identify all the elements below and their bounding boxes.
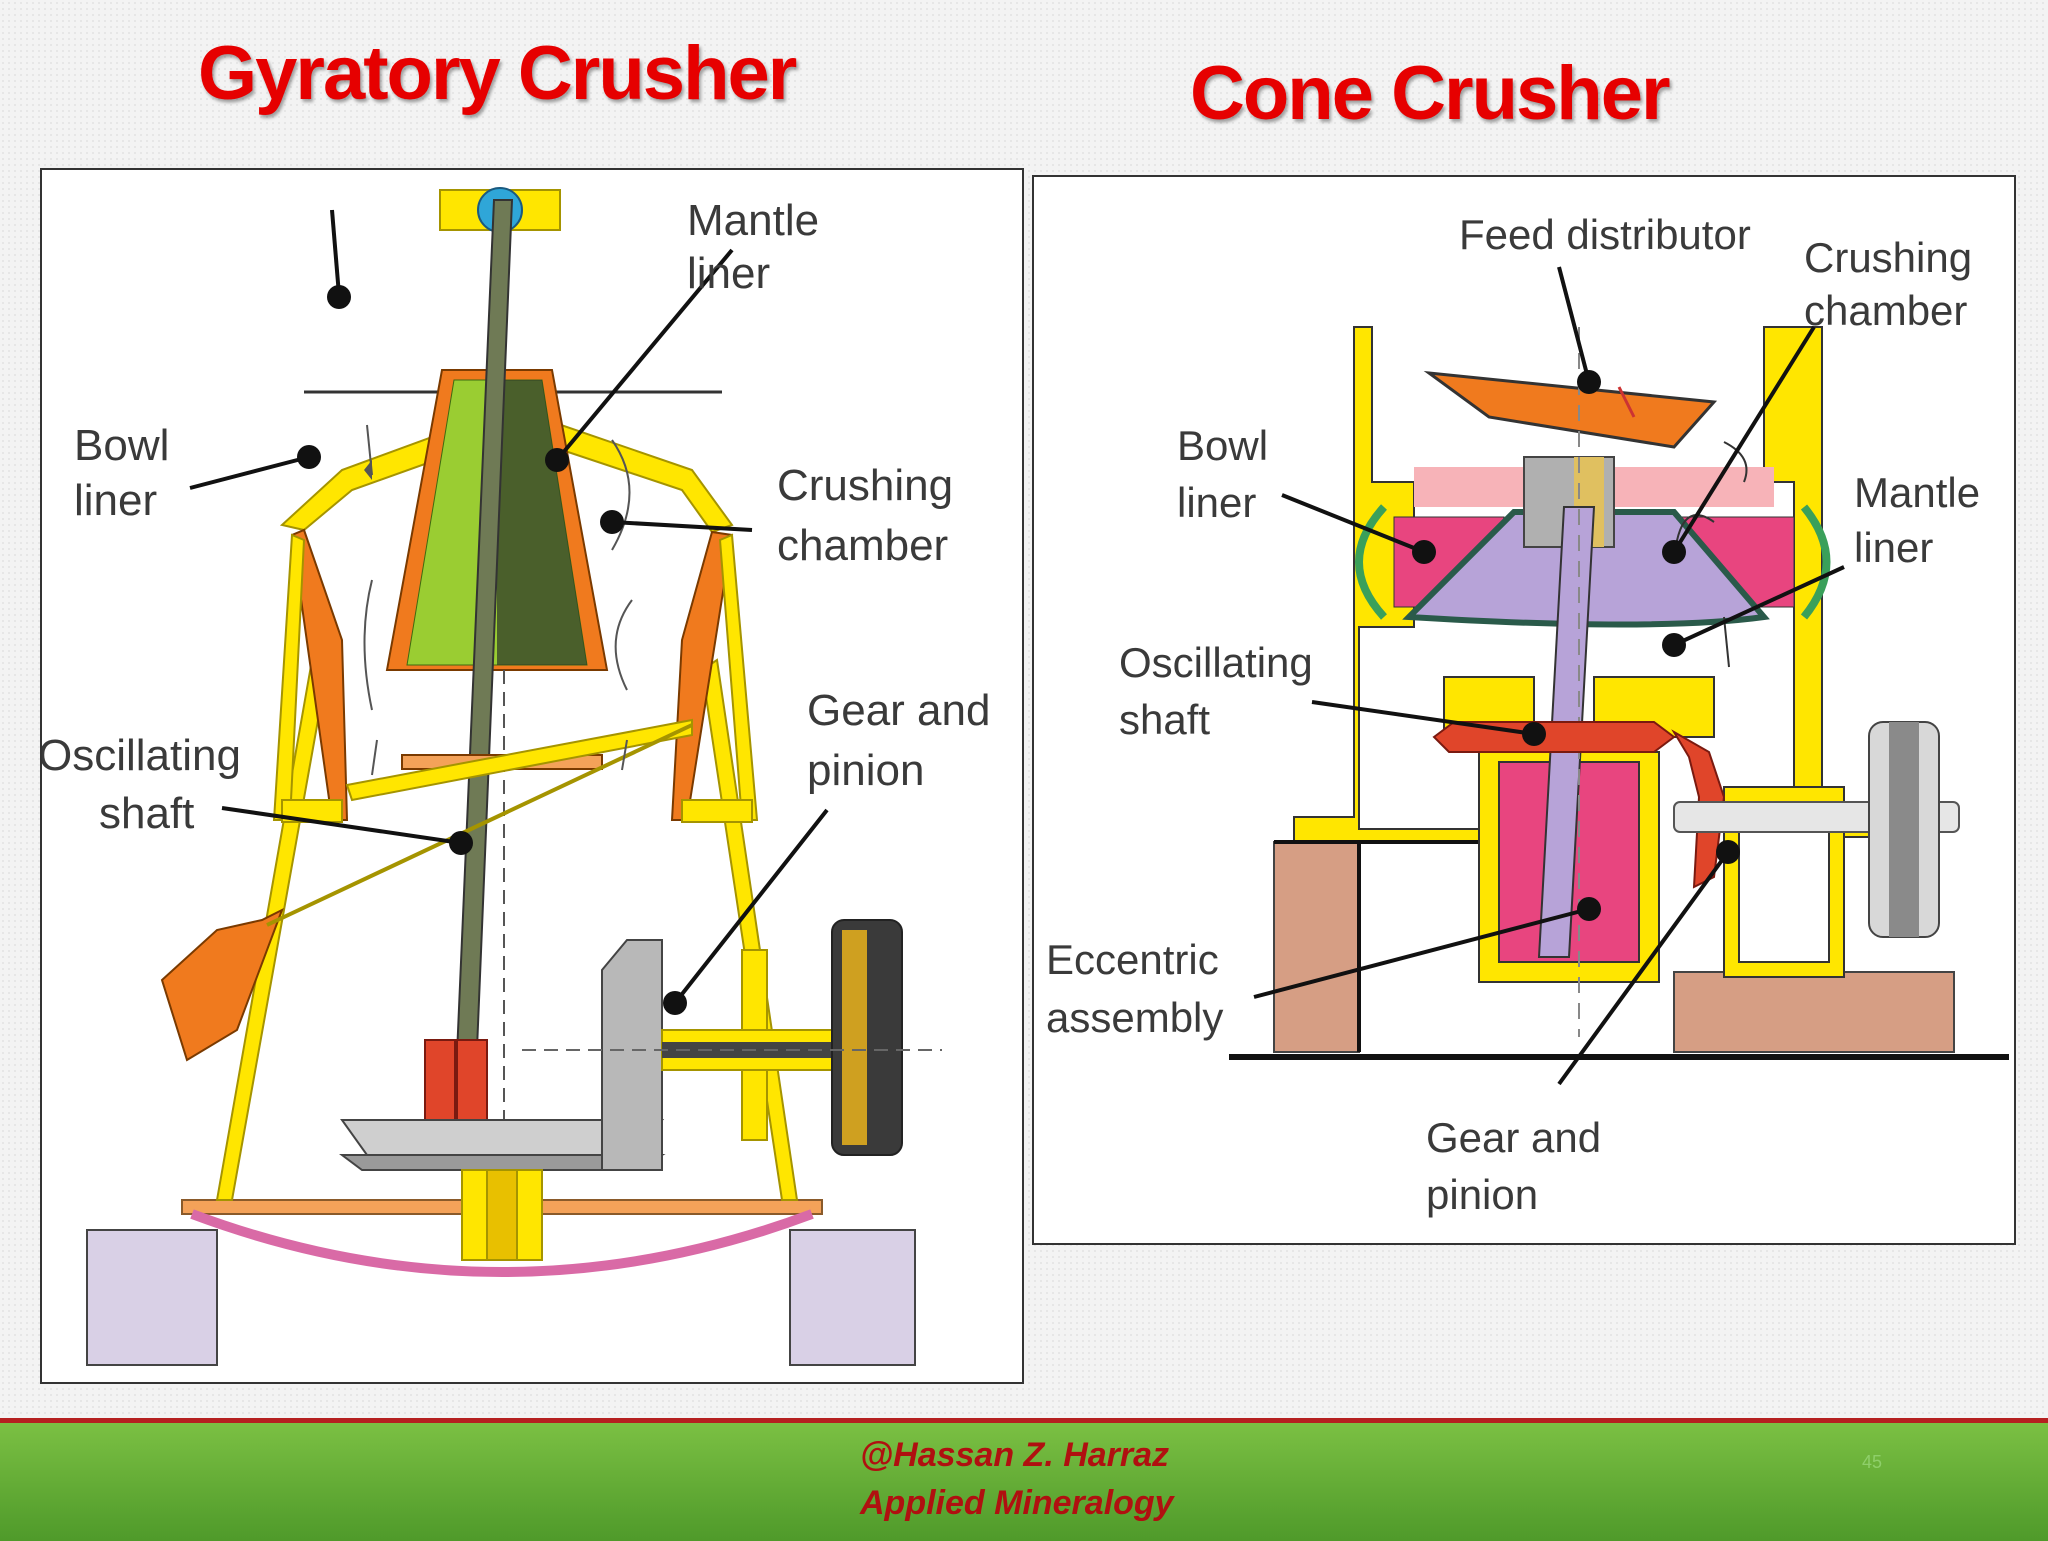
label-crushing-chamber-2: chamber <box>1804 287 1967 334</box>
label-oscillating-shaft-1: Oscillating <box>1119 639 1313 686</box>
label-eccentric-1: Eccentric <box>1046 936 1219 983</box>
feed-distributor-plate <box>1423 370 1718 449</box>
right-foundation <box>1673 971 1955 1053</box>
cone-crusher-diagram: Feed distributor Crushing chamber Bowl l… <box>1032 175 2016 1245</box>
label-feed-distributor: Feed distributor <box>1459 211 1751 258</box>
label-bowl-liner-2: liner <box>1177 479 1256 526</box>
footer-author: @Hassan Z. Harraz <box>860 1436 1170 1474</box>
gyratory-crusher-title: Gyratory Crusher <box>198 31 797 116</box>
right-base-block <box>789 1229 916 1366</box>
gyratory-crusher-diagram: Mantle liner Bowl liner Crushing chamber… <box>40 168 1024 1384</box>
cone-crusher-title: Cone Crusher <box>1190 51 1671 136</box>
page-number: 45 <box>1862 1452 1883 1472</box>
label-crushing-chamber-1: Crushing <box>1804 234 1972 281</box>
label-crushing-chamber-2: chamber <box>777 521 948 570</box>
left-base-block <box>86 1229 218 1366</box>
footer-bar <box>0 1418 2048 1541</box>
label-mantle-liner-1: Mantle <box>1854 469 1980 516</box>
pinion-gear <box>601 939 663 1171</box>
label-bowl-liner-2: liner <box>74 476 157 525</box>
label-mantle-liner-1: Mantle <box>687 196 819 245</box>
label-gear-pinion-2: pinion <box>1426 1171 1538 1218</box>
left-foundation <box>1273 841 1360 1053</box>
label-bowl-liner-1: Bowl <box>1177 422 1268 469</box>
label-mantle-liner-2: liner <box>1854 524 1933 571</box>
label-oscillating-shaft-2: shaft <box>1119 696 1210 743</box>
curved-bottom-plate <box>190 1209 814 1277</box>
discharge-spout <box>160 907 284 1062</box>
label-gear-pinion-2: pinion <box>807 746 924 795</box>
footer-course: Applied Mineralogy <box>860 1484 1174 1522</box>
label-oscillating-shaft-2: shaft <box>99 789 194 838</box>
label-eccentric-2: assembly <box>1046 994 1223 1041</box>
label-oscillating-shaft-1: Oscillating <box>42 731 241 780</box>
label-gear-pinion-1: Gear and <box>807 686 990 735</box>
label-bowl-liner-1: Bowl <box>74 421 169 470</box>
label-crushing-chamber-1: Crushing <box>777 461 953 510</box>
label-gear-pinion-1: Gear and <box>1426 1114 1601 1161</box>
label-mantle-liner-2: liner <box>687 249 770 298</box>
